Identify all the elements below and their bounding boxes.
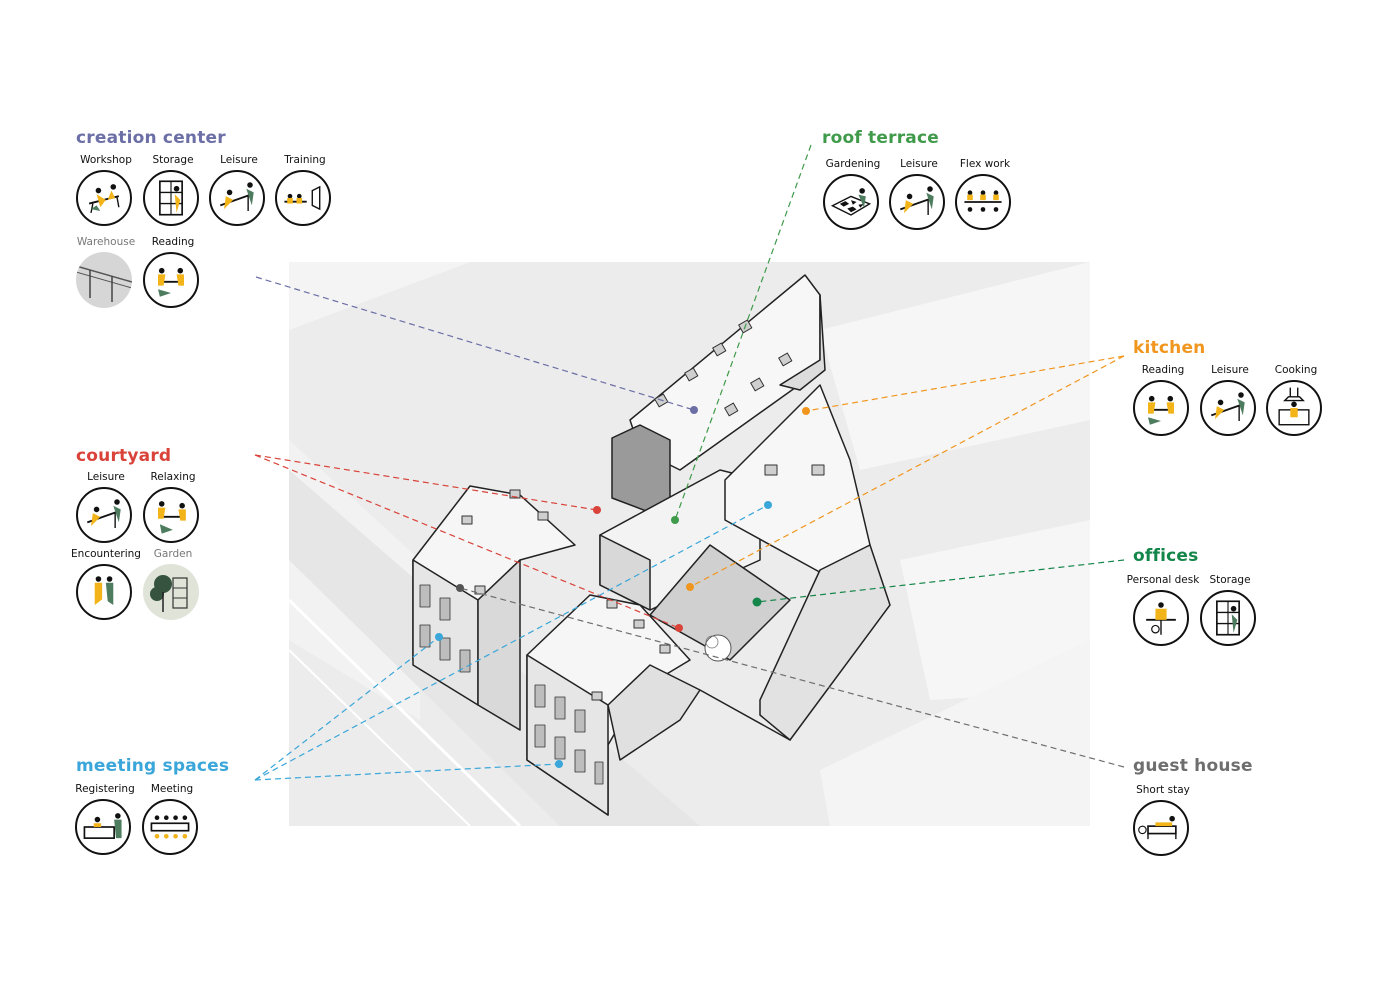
activity-label: Leisure <box>87 471 125 483</box>
dot-courtyard-1 <box>593 506 601 514</box>
group-title-roof-terrace: roof terrace <box>822 128 939 148</box>
activity-label: Storage <box>1209 574 1251 586</box>
storage-shelf-icon <box>143 170 199 226</box>
storage-shelf-icon <box>1200 590 1256 646</box>
activity-personal-desk: Personal desk <box>1127 574 1199 648</box>
activity-label: Training <box>284 154 326 166</box>
activity-cooking: Cooking <box>1266 364 1324 438</box>
activity-registering: Registering <box>75 783 135 857</box>
leader-roof-terrace <box>674 144 812 521</box>
activity-leisure-courtyard: Leisure <box>76 471 134 545</box>
leader-kitchen-2 <box>689 355 1125 588</box>
activity-encountering: Encountering <box>71 548 141 622</box>
leader-meeting-1 <box>254 504 769 781</box>
activity-label: Reading <box>151 236 195 248</box>
activity-label: Encountering <box>71 548 141 560</box>
activity-leisure-kitchen: Leisure <box>1200 364 1258 438</box>
activity-warehouse: Warehouse <box>76 236 135 310</box>
activity-label: Storage <box>152 154 194 166</box>
activity-relaxing: Relaxing <box>143 471 201 545</box>
dot-guest-house <box>456 584 464 592</box>
short-stay-icon <box>1133 800 1189 856</box>
leader-creation-center <box>255 276 695 411</box>
dot-meeting-2 <box>435 633 443 641</box>
leisure-icon <box>1200 380 1256 436</box>
leader-courtyard-2 <box>254 454 680 629</box>
activity-label: Leisure <box>900 158 938 170</box>
activity-leisure: Leisure <box>209 154 267 228</box>
dot-kitchen-1 <box>802 407 810 415</box>
reading-icon <box>1133 380 1189 436</box>
leisure-icon <box>209 170 265 226</box>
warehouse-icon <box>76 252 132 308</box>
leader-courtyard-1 <box>254 454 598 511</box>
dot-kitchen-2 <box>686 583 694 591</box>
flex-work-icon <box>955 174 1011 230</box>
dot-courtyard-2 <box>675 624 683 632</box>
meeting-table-icon <box>142 799 198 855</box>
relaxing-icon <box>143 487 199 543</box>
cooking-icon <box>1266 380 1322 436</box>
dot-meeting-1 <box>764 501 772 509</box>
activity-label: Personal desk <box>1126 574 1200 586</box>
activity-label: Registering <box>75 783 135 795</box>
activity-reading-kitchen: Reading <box>1133 364 1191 438</box>
group-title-kitchen: kitchen <box>1133 338 1206 358</box>
dot-meeting-3 <box>555 760 563 768</box>
group-title-guest-house: guest house <box>1133 756 1253 776</box>
location-dots <box>435 406 810 768</box>
building-volumes <box>412 274 891 816</box>
activity-label: Flex work <box>959 158 1011 170</box>
group-title-creation-center: creation center <box>76 128 226 148</box>
activity-workshop: Workshop <box>76 154 134 228</box>
activity-label: Garden <box>153 548 193 560</box>
activity-flex-work: Flex work <box>955 158 1013 232</box>
encountering-icon <box>76 564 132 620</box>
activity-label: Leisure <box>220 154 258 166</box>
leader-offices <box>756 559 1125 603</box>
activity-label: Short stay <box>1136 784 1190 796</box>
activity-label: Warehouse <box>76 236 136 248</box>
leader-lines <box>254 144 1125 781</box>
leisure-icon <box>76 487 132 543</box>
leisure-icon <box>889 174 945 230</box>
leader-meeting-2 <box>254 636 440 781</box>
activity-garden: Garden <box>143 548 201 622</box>
activity-short-stay: Short stay <box>1133 784 1191 858</box>
group-title-offices: offices <box>1133 546 1199 566</box>
activity-storage-offices: Storage <box>1200 574 1258 648</box>
activity-label: Meeting <box>150 783 194 795</box>
activity-gardening: Gardening <box>823 158 881 232</box>
dot-offices <box>752 597 762 607</box>
gardening-icon <box>823 174 879 230</box>
activity-label: Workshop <box>80 154 132 166</box>
dot-roof-terrace <box>671 516 679 524</box>
training-icon <box>275 170 331 226</box>
activity-leisure-terrace: Leisure <box>889 158 947 232</box>
leader-meeting-3 <box>254 763 560 781</box>
activity-storage: Storage <box>143 154 201 228</box>
personal-desk-icon <box>1133 590 1189 646</box>
garden-icon <box>143 564 199 620</box>
activity-reading: Reading <box>143 236 201 310</box>
leader-guest-house <box>459 587 1125 768</box>
workshop-icon <box>76 170 132 226</box>
group-title-meeting-spaces: meeting spaces <box>76 756 230 776</box>
activity-label: Cooking <box>1274 364 1318 376</box>
activity-meeting: Meeting <box>142 783 200 857</box>
reading-icon <box>143 252 199 308</box>
leader-kitchen-1 <box>805 355 1125 412</box>
activity-label: Relaxing <box>150 471 196 483</box>
activity-label: Reading <box>1141 364 1185 376</box>
dot-creation-center <box>690 406 698 414</box>
activity-label: Leisure <box>1211 364 1249 376</box>
activity-training: Training <box>275 154 333 228</box>
activity-label: Gardening <box>825 158 881 170</box>
registering-icon <box>75 799 131 855</box>
group-title-courtyard: courtyard <box>76 446 172 466</box>
